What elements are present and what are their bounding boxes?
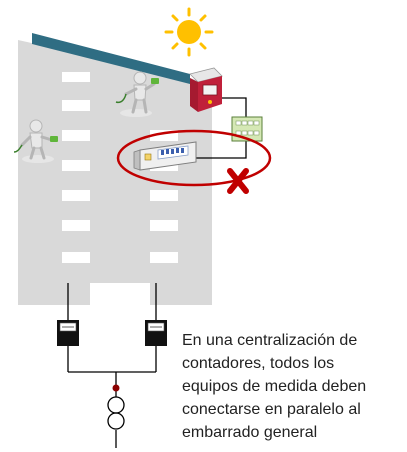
electricity-meter-icon	[145, 320, 167, 346]
caption-line: embarrado general	[182, 424, 318, 441]
meter-panel-icon	[231, 116, 263, 142]
building	[18, 33, 212, 305]
caption-line: conectarse en paralelo al	[182, 401, 361, 418]
wiring	[67, 97, 247, 448]
consumer-figure-icon	[115, 71, 159, 117]
sun-icon	[164, 7, 214, 57]
caption-line: contadores, todos los	[182, 355, 335, 372]
meter-panel-to-board-wire	[196, 141, 247, 159]
highlight-ellipse	[116, 129, 272, 187]
consumer-figure-icon	[13, 119, 58, 163]
forbidden-cross-icon	[227, 168, 249, 194]
transformer-icon	[107, 396, 125, 430]
caption-line: equipos de medida deben	[182, 378, 367, 395]
caption-line: En una centralización de	[182, 332, 358, 349]
inverter-to-meter-panel-wire	[222, 97, 247, 117]
distribution-board-icon	[133, 141, 197, 171]
electricity-meter-icon	[57, 320, 79, 346]
junction-dot	[112, 384, 120, 392]
windows-left-column	[62, 72, 90, 263]
roof-panel	[32, 33, 190, 84]
inverter-icon	[189, 67, 223, 112]
